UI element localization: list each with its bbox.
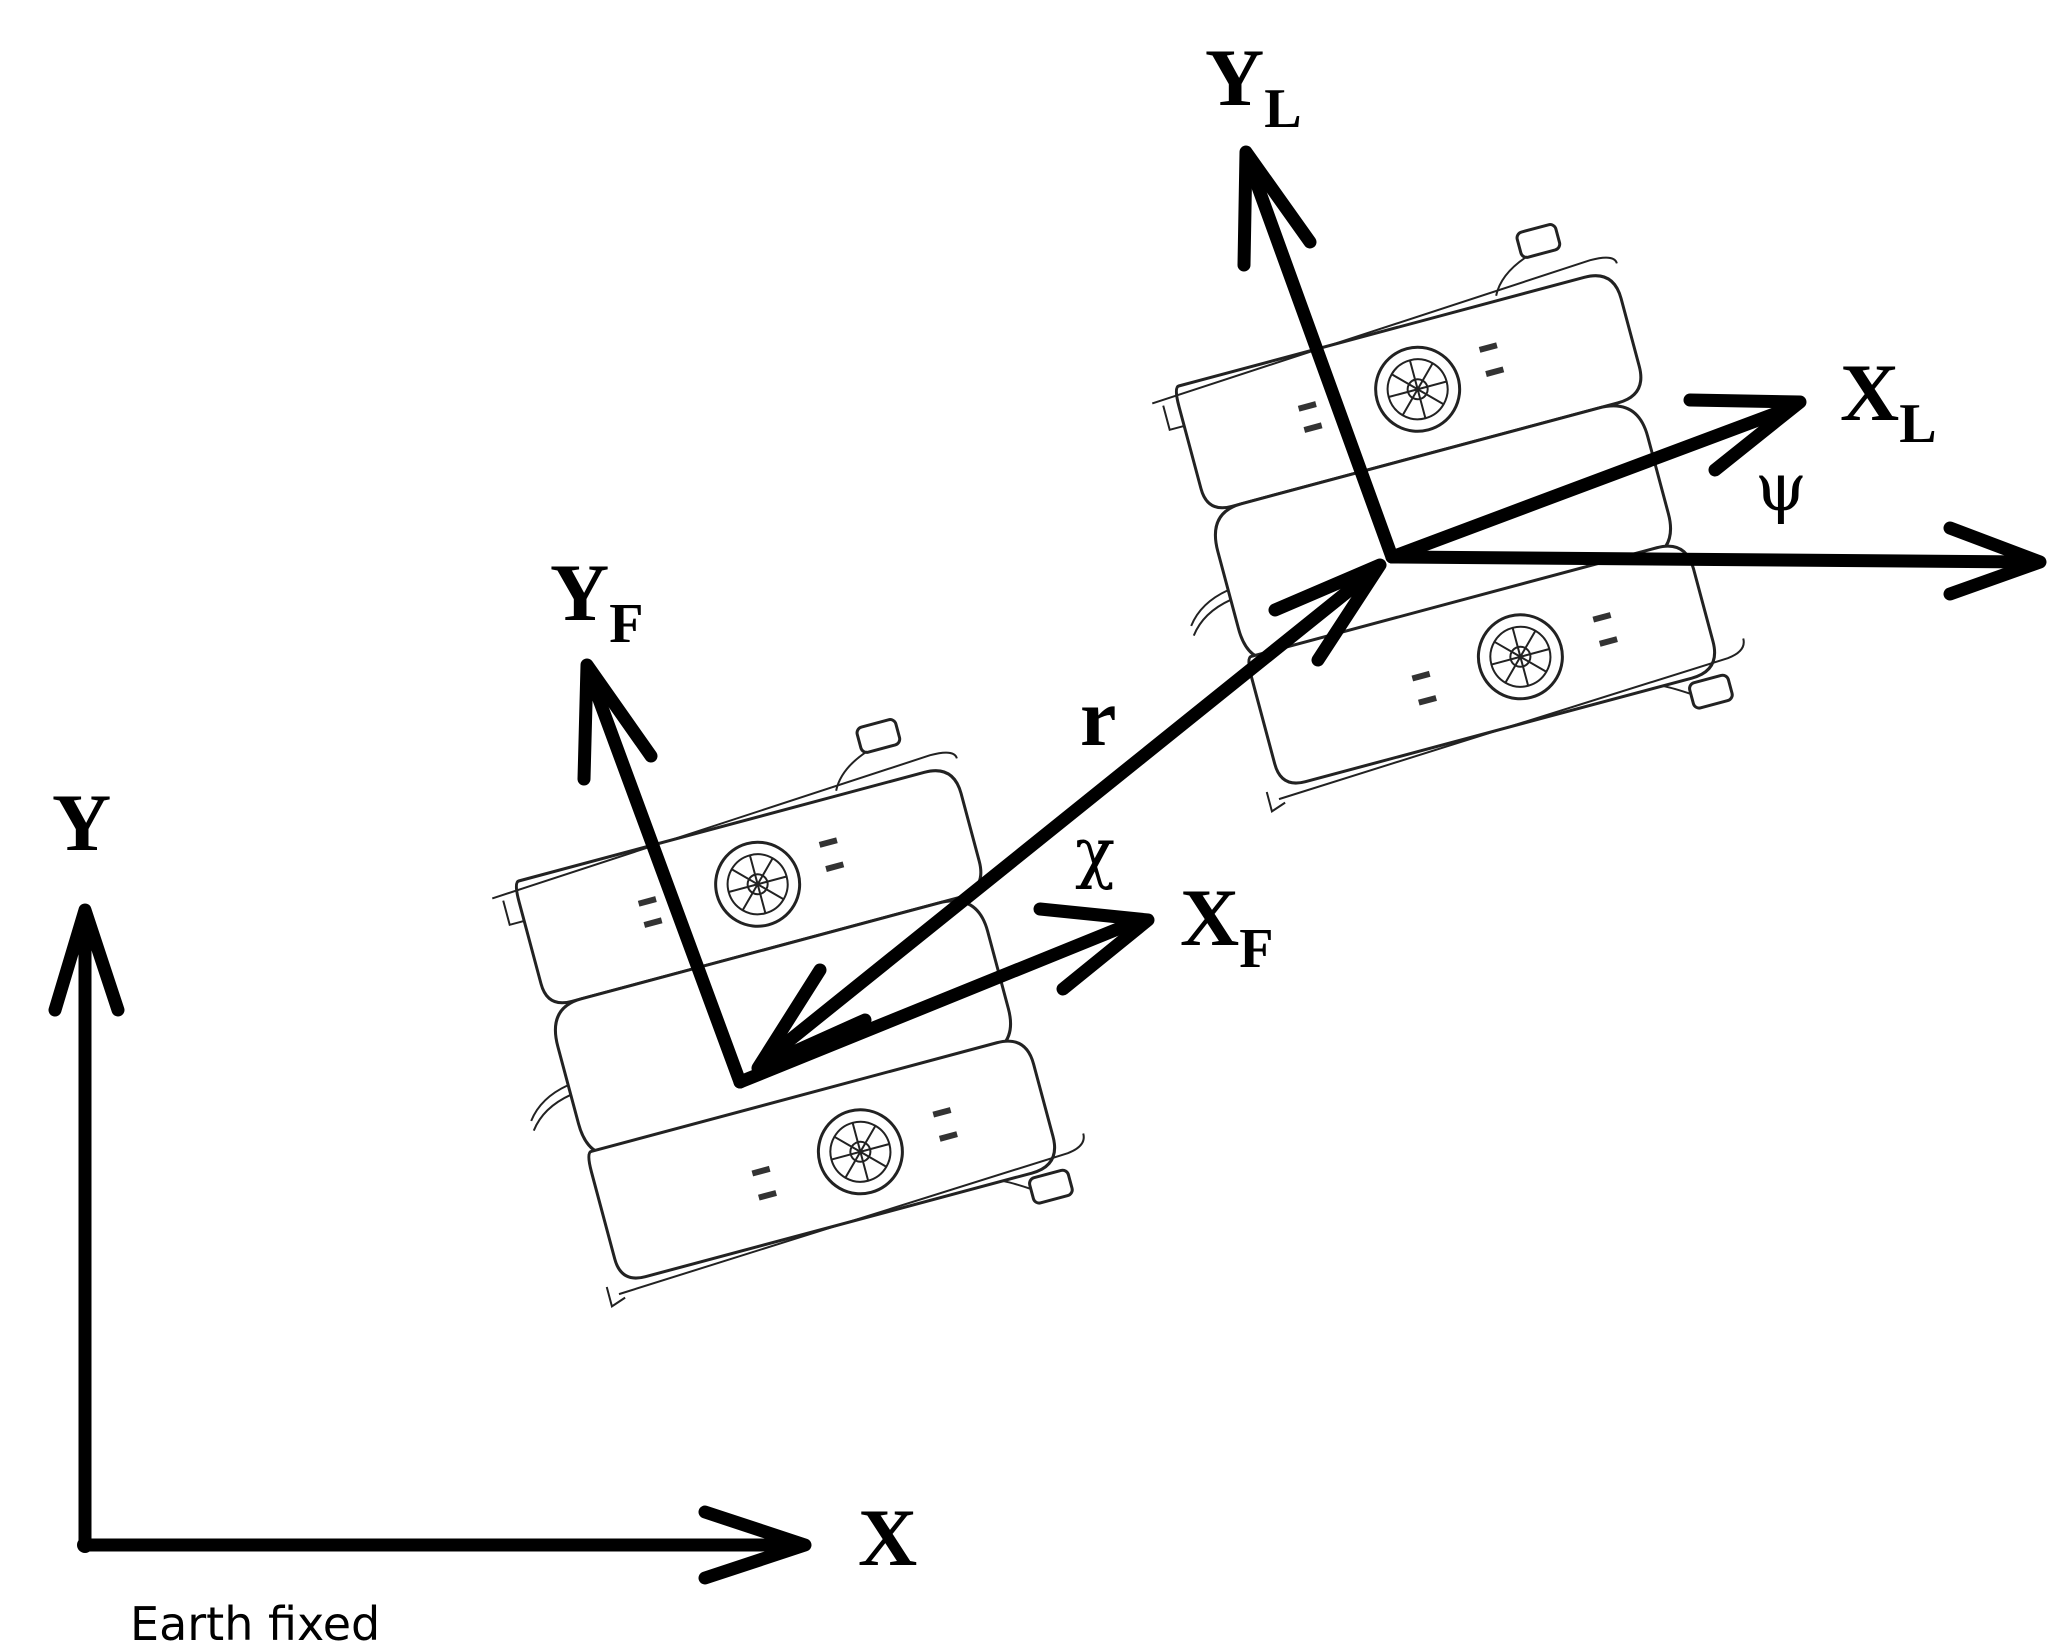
earth-y-arrowhead <box>48 903 125 1017</box>
earth-origin <box>77 1537 93 1553</box>
follower-frame-axes <box>577 658 1155 1089</box>
leader-y-arrowhead <box>1237 145 1317 272</box>
leader-reference-arrowhead <box>1943 521 2047 601</box>
follower-x-label: XF <box>1180 872 1273 980</box>
leader-x-arrowhead <box>1683 393 1807 477</box>
earth-fixed-caption: Earth fixed <box>130 1597 380 1645</box>
relative-position-vector <box>751 558 1387 1075</box>
earth-frame-axes <box>48 903 812 1585</box>
follower-y-label-main: Y <box>550 547 609 638</box>
earth-x-label: X <box>858 1492 917 1583</box>
leader-rov-icon <box>1113 202 1760 832</box>
follower-y-label-sub: F <box>609 593 643 655</box>
leader-x-label-main: X <box>1840 347 1899 438</box>
psi-angle-label: ψ <box>1755 449 1807 526</box>
leader-frame-axes <box>1237 145 2047 601</box>
follower-y-label: YF <box>550 547 643 655</box>
leader-y-axis <box>1243 158 1399 564</box>
follower-y-arrowhead <box>577 658 658 786</box>
leader-x-label-sub: L <box>1899 393 1936 455</box>
follower-rov-icon <box>453 697 1100 1327</box>
leader-y-label: YL <box>1205 32 1302 140</box>
follower-x-axis <box>733 915 1142 1089</box>
relative-vector-label: r <box>1080 672 1116 763</box>
leader-reference-axis <box>1385 550 2037 569</box>
r-vector-head-follower <box>751 963 872 1075</box>
leader-x-axis <box>1385 403 1792 564</box>
leader-x-label: XL <box>1840 347 1937 455</box>
follower-y-axis <box>583 668 747 1089</box>
follower-x-label-main: X <box>1180 872 1239 963</box>
earth-y-label: Y <box>52 777 111 868</box>
follower-x-label-sub: F <box>1239 918 1273 980</box>
leader-y-label-main: Y <box>1205 32 1264 123</box>
follower-x-arrowhead <box>1033 902 1155 996</box>
r-vector-head-leader <box>1268 558 1387 667</box>
chi-angle-label: χ <box>1075 814 1115 891</box>
r-vector-line <box>758 565 1379 1067</box>
leader-y-label-sub: L <box>1264 78 1301 140</box>
earth-x-arrowhead <box>698 1505 812 1585</box>
